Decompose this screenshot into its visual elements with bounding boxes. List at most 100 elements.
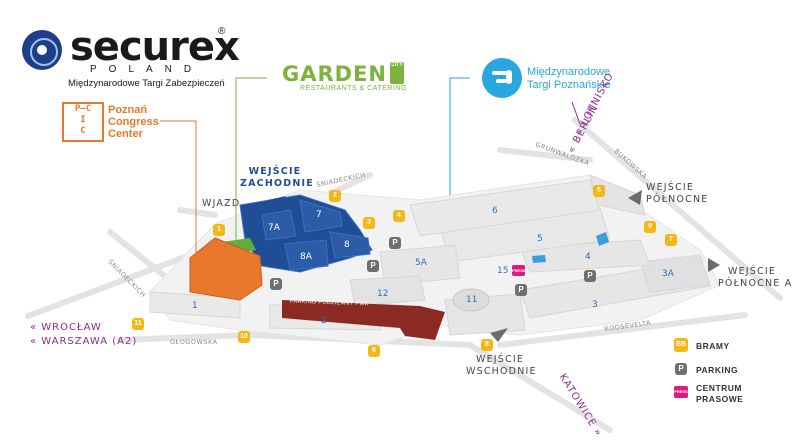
- driveway-label: WJAZD: [202, 198, 241, 209]
- direction-lines: [571, 101, 581, 125]
- legend-parking-icon: P: [675, 363, 687, 375]
- hall-7a-label: 7A: [268, 223, 280, 233]
- northA-entrance-arrow: [708, 258, 720, 272]
- direction-wroclaw: « WROCŁAW: [30, 322, 102, 333]
- callout-lines: [160, 77, 470, 268]
- hall-12-label: 12: [377, 289, 389, 299]
- hall-3a-shape: [639, 254, 711, 293]
- hall-7-label: 7: [316, 210, 322, 220]
- legend-gates-label: BRAMY: [696, 341, 730, 351]
- legend-parking-label: PARKING: [696, 365, 739, 375]
- hall-7-shape: [299, 199, 343, 233]
- pcc-line1: Poznań: [108, 104, 148, 116]
- hall-3a-label: 3A: [662, 269, 674, 279]
- legend-press-line2: PRASOWE: [696, 394, 744, 404]
- securex-wordmark: securex: [70, 24, 240, 70]
- press-center-marker: PRESS: [512, 265, 526, 276]
- gate-10-marker: 10: [238, 331, 250, 343]
- road-roosevelta: [497, 312, 748, 348]
- hall-5a-shape: [379, 244, 461, 286]
- gate-7-marker: 7: [665, 234, 677, 246]
- securex-emblem-icon: [22, 30, 62, 70]
- gate-11-marker: 11: [132, 318, 144, 330]
- blue-halls: [239, 194, 373, 273]
- mtp-caption-line2: Targi Poznańskie: [527, 79, 611, 91]
- road-grunwaldzka: [497, 147, 593, 163]
- hall-15-label: 15: [497, 266, 509, 276]
- hall-8a-shape: [284, 239, 329, 271]
- mtp-emblem-icon: [482, 58, 522, 98]
- north-entrance-line2: PÓŁNOCNE: [646, 194, 709, 205]
- direction-warszawa: « WARSZAWA (A2): [30, 336, 138, 347]
- pcc-line2: Congress: [108, 116, 159, 128]
- hall-8-shape: [329, 231, 371, 259]
- hall-4-label: 4: [585, 252, 591, 262]
- northA-entrance-line1: WEJŚCIE: [728, 266, 777, 277]
- road-glogowska: [117, 331, 613, 433]
- legend: BB BRAMY P PARKING PRESS CENTRUM PRASOWE: [674, 336, 784, 416]
- securex-caption: Międzynarodowe Targi Zabezpieczeń: [68, 78, 225, 89]
- mtp-caption-line1: Międzynarodowe: [527, 66, 611, 78]
- gate-4-marker: 4: [393, 210, 405, 222]
- garden-city-badge: CITY: [390, 62, 404, 84]
- east-entrance-line2: WSCHODNIE: [466, 366, 537, 377]
- parking-marker-4: P: [515, 284, 527, 296]
- gate-2-marker: 2: [329, 190, 341, 202]
- legend-gates-icon: BB: [674, 338, 688, 352]
- gate-8-marker: 8: [481, 339, 493, 351]
- pcc-callout-line: [160, 120, 197, 268]
- legend-press-line1: CENTRUM: [696, 383, 742, 393]
- gate-1-marker: 1: [213, 224, 225, 236]
- parking-marker-5: P: [584, 270, 596, 282]
- road-label-glogowska: GŁOGOWSKA: [170, 338, 218, 346]
- gate-6-marker: 6: [368, 345, 380, 357]
- garden-city-badge-text: CITY: [391, 61, 403, 68]
- parking-marker-1: P: [389, 237, 401, 249]
- hall-6-shape: [409, 179, 601, 237]
- gate-9-marker: 9: [644, 221, 656, 233]
- parking-marker-3: P: [367, 260, 379, 272]
- gate-3-marker: 3: [363, 217, 375, 229]
- airport-direction-line: [571, 101, 581, 125]
- underground-parking-shape: [282, 300, 445, 340]
- gate-5-marker: 5: [593, 185, 605, 197]
- hall-3-label: 3: [592, 300, 598, 310]
- pcc-emblem-icon: P—C I C: [62, 102, 104, 142]
- road-sniadeckich-west: [107, 229, 175, 285]
- hall-5a-label: 5A: [415, 258, 427, 268]
- northA-entrance-line2: PÓŁNOCNE A: [718, 278, 793, 289]
- glass-panel-1: [532, 255, 546, 263]
- hall-1-label: 1: [192, 301, 198, 311]
- road-wjazd: [177, 207, 218, 218]
- hall-8-label: 8: [344, 240, 350, 250]
- parking-marker-2: P: [270, 278, 282, 290]
- garden-caption: RESTAURANTS & CATERING: [300, 85, 407, 92]
- hall-7a-shape: [261, 209, 297, 241]
- west-entrance-line1: WEJŚCIE: [248, 166, 302, 177]
- north-entrance-line1: WEJŚCIE: [646, 182, 695, 193]
- east-entrance-line1: WEJŚCIE: [476, 354, 525, 365]
- hall-1-shape: [149, 291, 241, 319]
- congress-center-shape: [189, 237, 263, 301]
- pcc-line3: Center: [108, 128, 143, 140]
- pcc-mark-bot: C: [80, 126, 86, 136]
- securex-country: POLAND: [90, 64, 204, 75]
- west-entrance-arrow: [268, 196, 286, 206]
- rotunda-11-shape: [452, 288, 490, 312]
- pcc-mark-top: P—C: [74, 104, 92, 114]
- glass-panel-2: [596, 232, 609, 246]
- hall-6-label: 6: [492, 206, 498, 216]
- pcc-mark-mid: I: [80, 115, 86, 125]
- hall-11-label: 11: [466, 295, 478, 305]
- hall-12-shape: [349, 275, 426, 307]
- mtp-callout-line: [449, 77, 470, 195]
- legend-press-icon: PRESS: [674, 386, 688, 398]
- road-bukowska: [572, 117, 783, 301]
- west-entrance-line2: ZACHODNIE: [240, 178, 314, 189]
- hall-5-label: 5: [537, 234, 543, 244]
- north-entrance-arrow: [628, 190, 642, 205]
- registered-mark: ®: [218, 26, 226, 37]
- garden-wordmark: GARDEN: [282, 62, 388, 86]
